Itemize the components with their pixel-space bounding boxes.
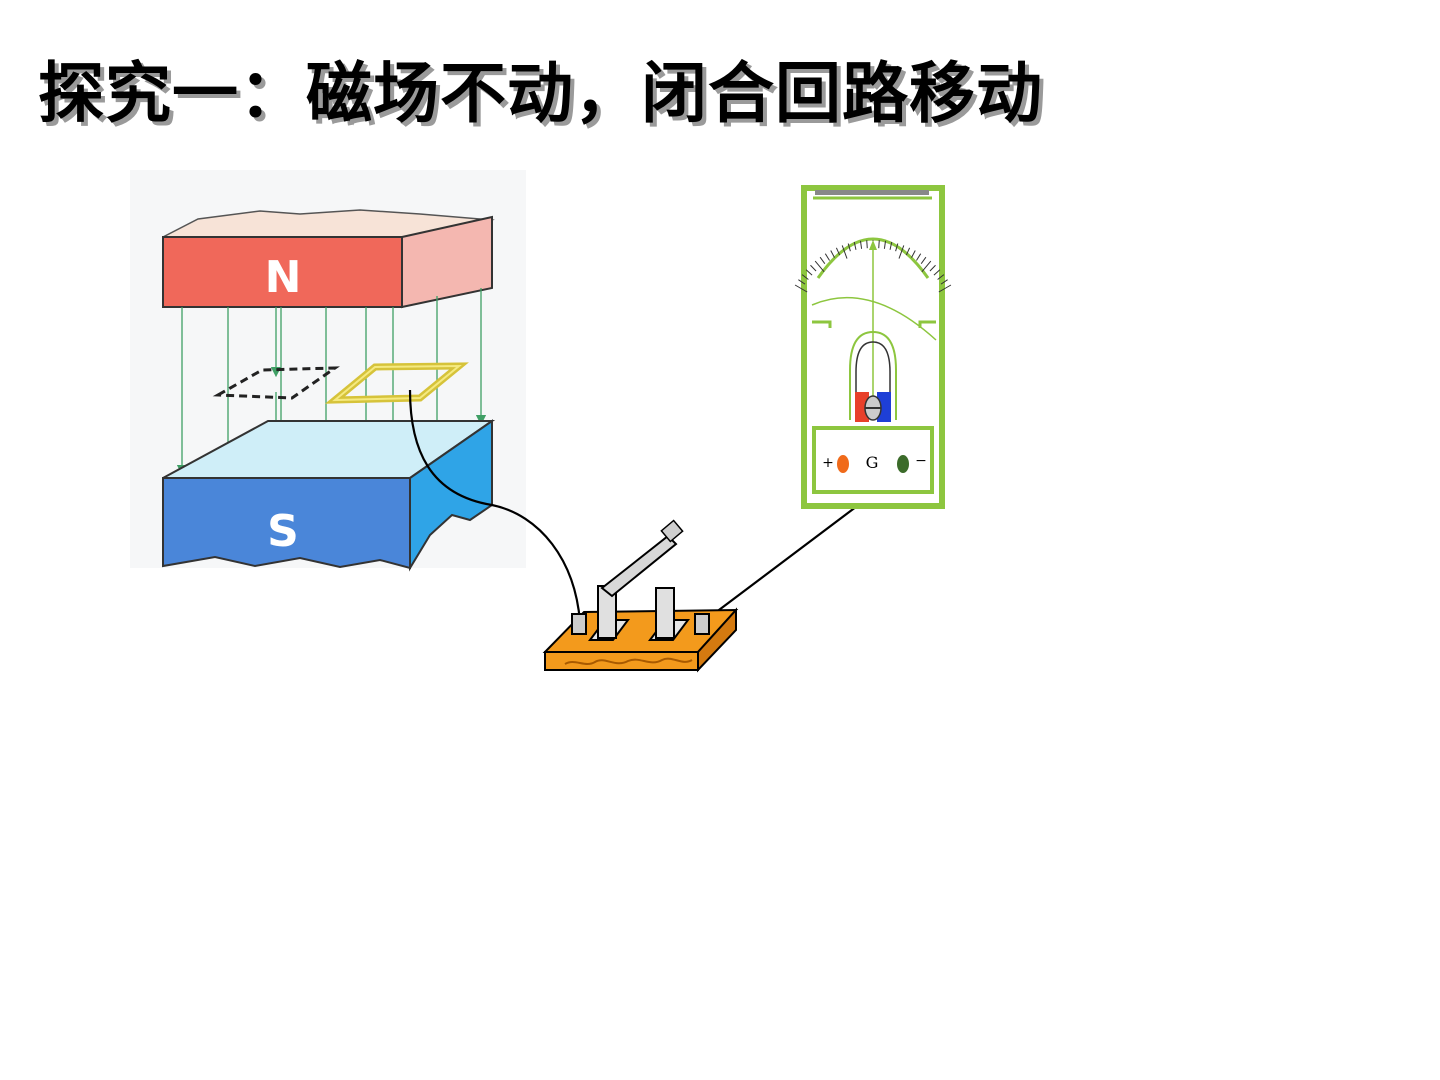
- galvanometer-icon: + G −: [794, 185, 952, 509]
- knife-switch-icon: [542, 519, 739, 673]
- scale-tick: [805, 269, 813, 276]
- scale-tick: [810, 264, 817, 272]
- scale-tick: [801, 274, 809, 280]
- slide-title: 探究一：磁场不动，闭合回路移动: [38, 55, 1043, 132]
- south-pole-block: S: [162, 419, 496, 572]
- scale-tick: [819, 256, 826, 264]
- scale-tick: [883, 240, 887, 249]
- scale-tick: [853, 241, 857, 250]
- scale-tick: [911, 250, 916, 258]
- scale-tick: [921, 260, 932, 273]
- scale-tick: [920, 256, 927, 264]
- scale-tick: [937, 274, 945, 280]
- scale-tick: [835, 247, 841, 256]
- scale-tick: [814, 260, 825, 273]
- scale-tick: [938, 284, 952, 293]
- scale-tick: [841, 245, 848, 259]
- magnet-icon: N: [130, 170, 526, 572]
- north-pole-label: N: [265, 252, 302, 303]
- scale-tick: [824, 253, 830, 261]
- scale-tick: [878, 240, 880, 249]
- wire-loop-to-switch: [408, 389, 582, 623]
- scale-tick: [933, 269, 941, 276]
- south-pole-label: S: [267, 506, 299, 557]
- scale-tick: [866, 240, 868, 249]
- galvanometer-label: G: [866, 453, 879, 472]
- scale-tick: [940, 279, 948, 285]
- scale-tick: [929, 264, 936, 272]
- scale-tick: [830, 250, 835, 258]
- scale-tick: [905, 247, 911, 256]
- scale-tick: [859, 240, 863, 249]
- scale-tick: [847, 243, 851, 252]
- galvanometer-minus-label: −: [915, 453, 927, 469]
- scale-tick: [798, 279, 806, 285]
- scale-tick: [895, 243, 899, 252]
- scale-tick: [898, 245, 905, 259]
- scale-tick: [889, 241, 893, 250]
- loop-previous-position: [212, 366, 340, 400]
- scale-tick: [916, 253, 922, 261]
- north-pole-block: N: [162, 209, 495, 309]
- galvanometer-plus-label: +: [822, 455, 834, 471]
- coil-loop-icon: [324, 362, 469, 404]
- scale-tick: [794, 284, 808, 293]
